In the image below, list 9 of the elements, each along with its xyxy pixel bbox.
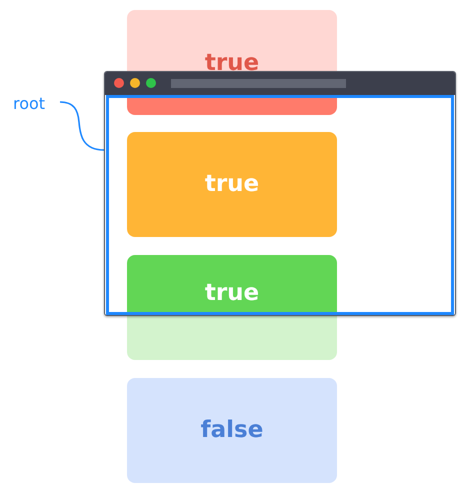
card-label: false (200, 419, 264, 442)
card-label: true (204, 173, 260, 196)
card-label: true (204, 52, 260, 75)
state-card (127, 255, 337, 360)
root-label: root (13, 94, 46, 113)
state-card (127, 378, 337, 483)
leader-line (60, 101, 104, 151)
card-label: true (204, 282, 260, 305)
state-card (127, 10, 337, 71)
